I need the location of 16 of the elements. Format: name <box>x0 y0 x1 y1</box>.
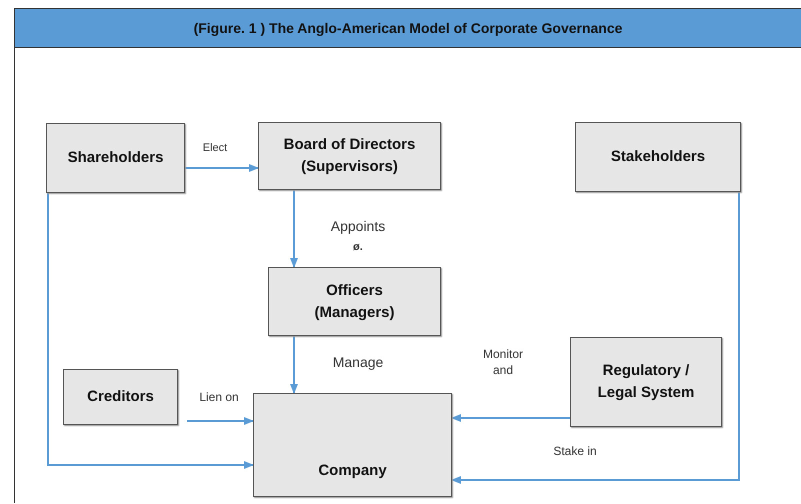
process-box: Officers (Managers) <box>268 267 441 336</box>
arrow <box>451 414 570 422</box>
process-box: Stakeholders <box>575 122 741 192</box>
title-banner: (Figure. 1 ) The Anglo-American Model of Corporate Governance <box>14 8 801 48</box>
arrow <box>451 192 740 484</box>
arrow <box>290 336 298 394</box>
arrow <box>290 190 298 268</box>
process-box: Shareholders <box>46 123 185 193</box>
process-box: Creditors <box>63 369 178 425</box>
note-mark: ø. <box>353 241 363 253</box>
arrow <box>187 417 254 425</box>
arrow <box>185 164 259 172</box>
arrow <box>47 193 254 469</box>
process-box: Company <box>253 393 452 497</box>
process-box: Regulatory / Legal System <box>570 337 722 427</box>
process-box: Board of Directors (Supervisors) <box>258 122 441 190</box>
